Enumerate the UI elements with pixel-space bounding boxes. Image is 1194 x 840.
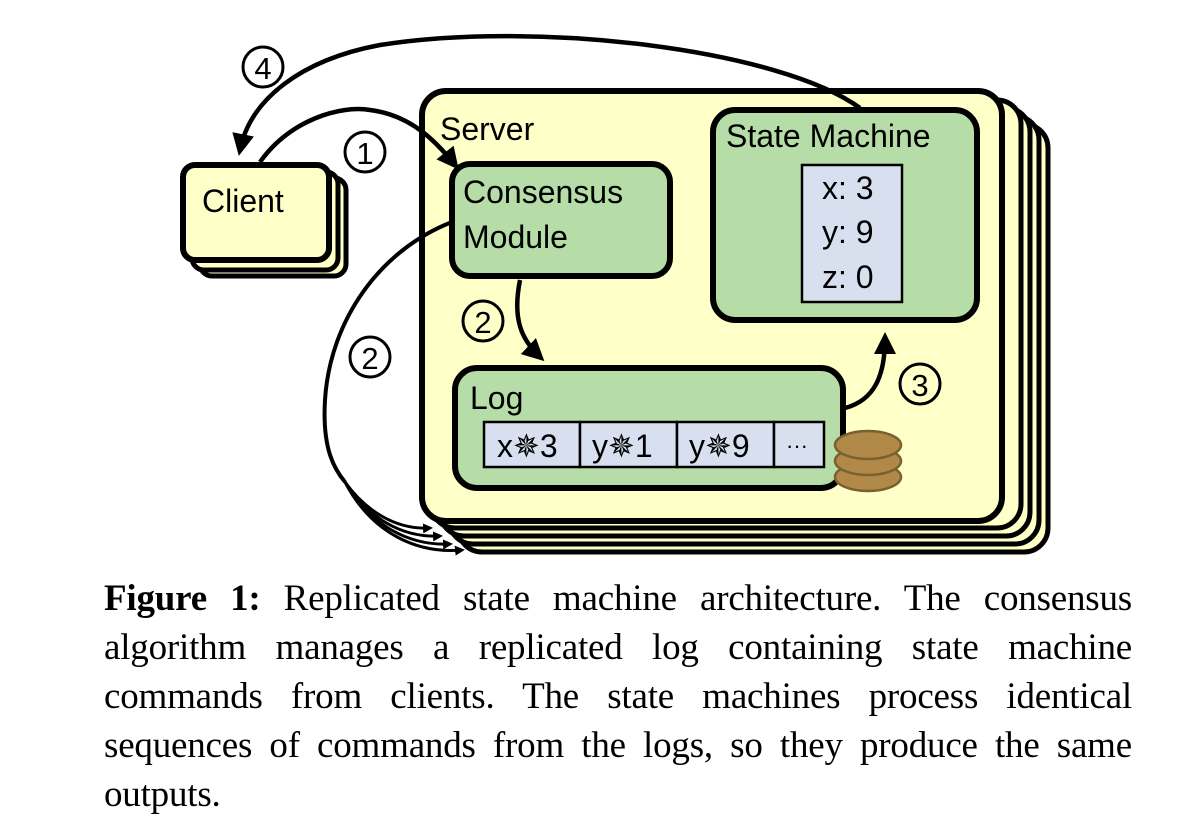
consensus-module-box <box>449 161 673 279</box>
server-label: Server <box>440 111 535 147</box>
state-value: x: 3 <box>822 170 874 206</box>
state-values-box <box>800 163 904 304</box>
step-badge-2-internal: 2 <box>461 299 505 343</box>
svg-text:2: 2 <box>361 341 378 376</box>
state-value: y: 9 <box>822 214 874 250</box>
log-entries: x✵3 y✵1 y✵9 ··· <box>482 420 826 469</box>
client-stack <box>180 162 349 279</box>
step-badge-1: 1 <box>343 130 387 174</box>
replicated-state-machine-diagram: Server Client Consensus Module State Mac… <box>180 33 1051 556</box>
log-label: Log <box>470 380 523 416</box>
client-label: Client <box>202 183 284 219</box>
arrow-step3 <box>844 332 896 411</box>
step-badge-4: 4 <box>241 45 285 89</box>
svg-text:3: 3 <box>911 368 928 403</box>
arrow-step2-replication <box>322 220 465 556</box>
log-entry-text: y✵9 <box>689 428 750 464</box>
svg-text:4: 4 <box>254 51 271 86</box>
consensus-module-label-line1: Consensus <box>463 174 623 210</box>
step-badge-3: 3 <box>898 362 942 406</box>
arrow-step4 <box>232 33 862 156</box>
state-value: z: 0 <box>822 259 874 295</box>
client-box <box>180 162 332 263</box>
arrow-step2-internal <box>515 279 545 362</box>
log-entry-text: y✵1 <box>592 428 653 464</box>
step-badge-2-external: 2 <box>348 335 392 379</box>
disk-stack-icon <box>833 429 903 493</box>
caption-label: Figure 1: <box>104 578 261 619</box>
svg-text:2: 2 <box>474 305 491 340</box>
log-entry <box>772 420 826 469</box>
state-machine-label: State Machine <box>726 118 931 154</box>
log-entry-text: ··· <box>786 433 808 458</box>
caption-text: Replicated state machine architecture. T… <box>104 578 1133 815</box>
figure-caption: Figure 1: Replicated state machine archi… <box>104 574 1132 819</box>
svg-text:1: 1 <box>356 136 373 171</box>
consensus-module-label-line2: Module <box>463 219 568 255</box>
arrow-step1 <box>258 106 459 170</box>
log-entry-text: x✵3 <box>497 428 558 464</box>
